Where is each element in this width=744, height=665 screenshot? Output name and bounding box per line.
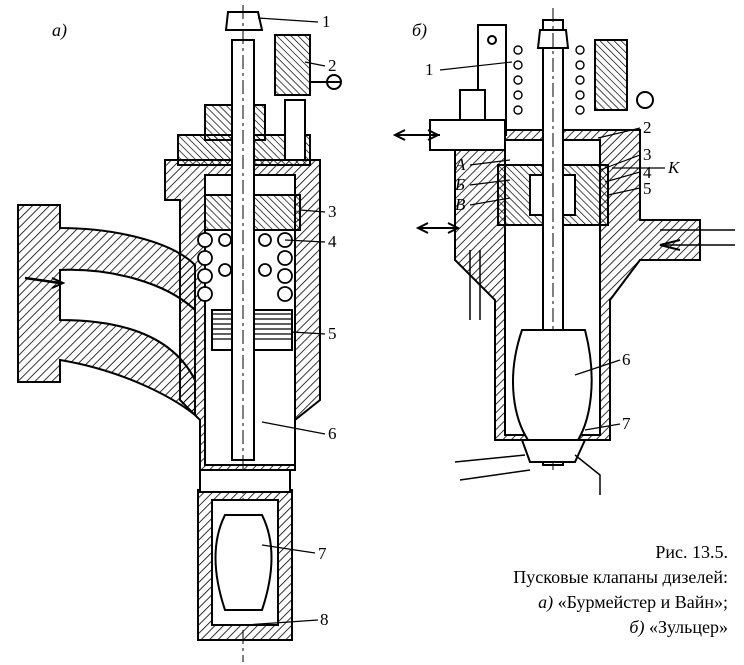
callout-a-7: 7 xyxy=(318,544,327,563)
callout-b-5: 5 xyxy=(643,179,652,198)
figure-caption: Рис. 13.5. Пусковые клапаны дизелей: а) … xyxy=(428,540,728,640)
callout-a-5: 5 xyxy=(328,324,337,343)
callout-b-2: 2 xyxy=(643,118,652,137)
caption-number: Рис. 13.5. xyxy=(655,542,728,562)
valve-b-drawing xyxy=(392,8,735,495)
callout-a-2: 2 xyxy=(328,56,337,75)
panel-a-label: а) xyxy=(52,20,67,40)
callout-a-1: 1 xyxy=(322,12,331,31)
valve-b-leaders xyxy=(439,61,665,431)
caption-item-b-text: «Зульцер» xyxy=(648,617,728,637)
panel-b-label: б) xyxy=(412,20,428,40)
callout-a-3: 3 xyxy=(328,202,337,221)
caption-item-b-label: б) xyxy=(629,617,645,637)
callout-a-8: 8 xyxy=(320,610,329,629)
callout-b-6: 6 xyxy=(622,350,631,369)
caption-item-a: а) «Бурмейстер и Вайн»; xyxy=(428,590,728,615)
callout-b-4: 4 xyxy=(643,163,652,182)
callout-b-3: 3 xyxy=(643,145,652,164)
valve-a-leaders xyxy=(244,17,326,626)
callout-a-6: 6 xyxy=(328,424,337,443)
valve-a-drawing xyxy=(17,5,342,662)
caption-item-a-label: а) xyxy=(538,592,554,612)
callout-b-7: 7 xyxy=(622,414,631,433)
callout-b-1: 1 xyxy=(425,60,434,79)
callout-b-K: К xyxy=(668,158,680,177)
callout-b-V: В xyxy=(455,195,466,214)
caption-title: Пусковые клапаны дизелей: xyxy=(513,567,728,587)
callout-a-4: 4 xyxy=(328,232,337,251)
caption-item-a-text: «Бурмейстер и Вайн»; xyxy=(557,592,728,612)
callout-b-A: А xyxy=(455,155,466,174)
callout-b-B: Б xyxy=(455,175,466,194)
caption-item-b: б) «Зульцер» xyxy=(428,615,728,640)
